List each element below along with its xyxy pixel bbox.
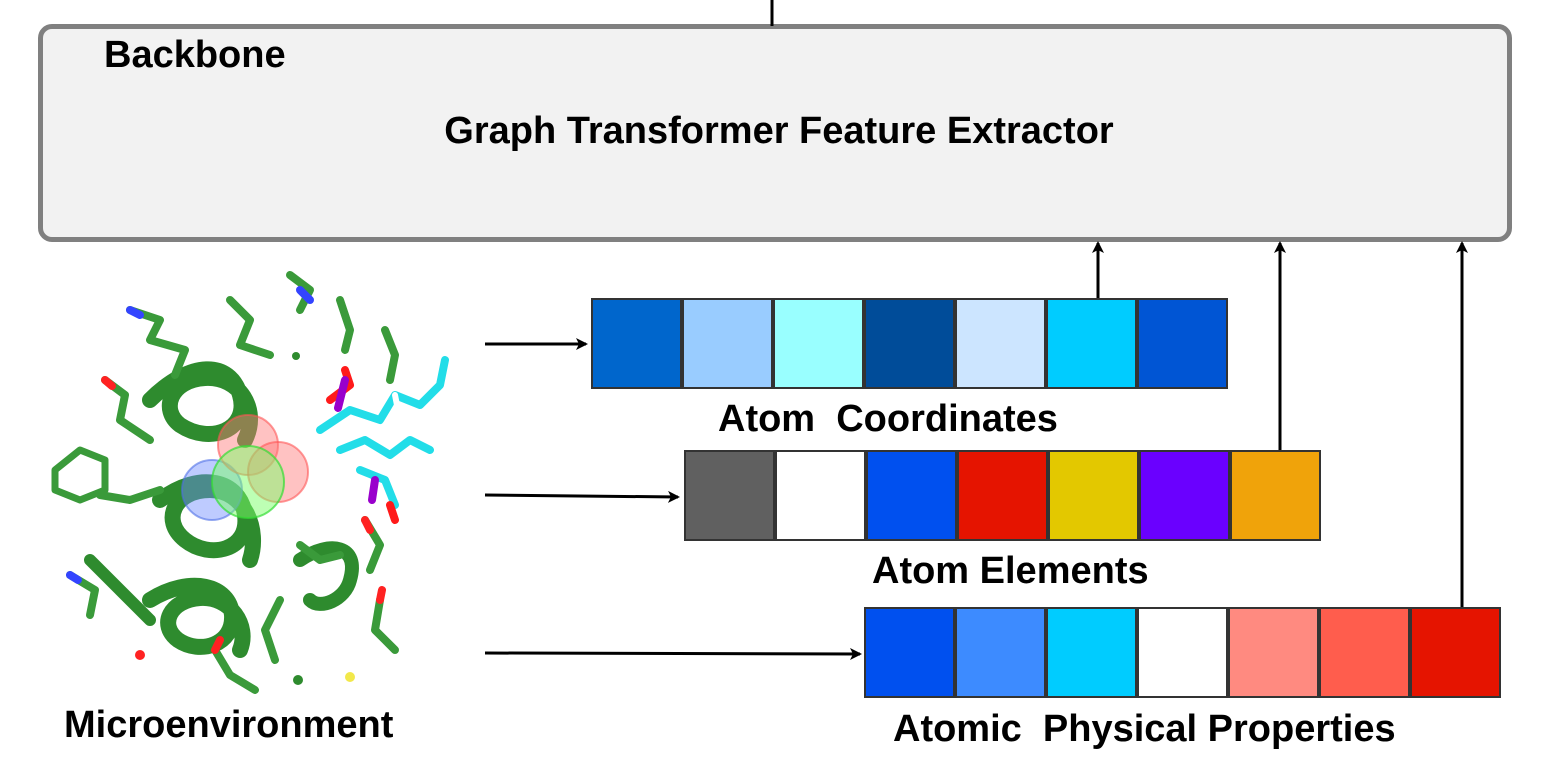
element-cell (957, 450, 1048, 541)
coordinate-cell (864, 298, 955, 389)
element-cell (866, 450, 957, 541)
coordinate-cell (591, 298, 682, 389)
property-cell (1410, 607, 1501, 698)
element-cell (684, 450, 775, 541)
backbone-module (38, 24, 1512, 242)
coordinate-cell (1137, 298, 1228, 389)
atom-coordinates-vector (591, 298, 1228, 389)
atomic-physical-properties-vector (864, 607, 1501, 698)
property-cell (1046, 607, 1137, 698)
atomic-physical-properties-label: Atomic Physical Properties (893, 708, 1396, 750)
arrow-to-elements (484, 490, 680, 503)
microenvironment-label: Microenvironment (64, 704, 394, 746)
element-cell (775, 450, 866, 541)
atom-elements-label: Atom Elements (872, 550, 1149, 592)
property-cell (1137, 607, 1228, 698)
coordinate-cell (1046, 298, 1137, 389)
coordinate-cell (682, 298, 773, 389)
coordinate-cell (773, 298, 864, 389)
arrow-to-properties (484, 647, 862, 660)
backbone-title: Backbone (104, 34, 286, 76)
property-cell (1319, 607, 1410, 698)
protein-structure-image (51, 271, 449, 694)
atom-elements-vector (684, 450, 1321, 541)
coordinate-cell (955, 298, 1046, 389)
element-cell (1230, 450, 1321, 541)
atom-coordinates-label: Atom Coordinates (718, 398, 1058, 440)
element-cell (1139, 450, 1230, 541)
feature-extractor-label: Graph Transformer Feature Extractor (444, 110, 1114, 152)
property-cell (955, 607, 1046, 698)
property-cell (1228, 607, 1319, 698)
property-cell (864, 607, 955, 698)
element-cell (1048, 450, 1139, 541)
